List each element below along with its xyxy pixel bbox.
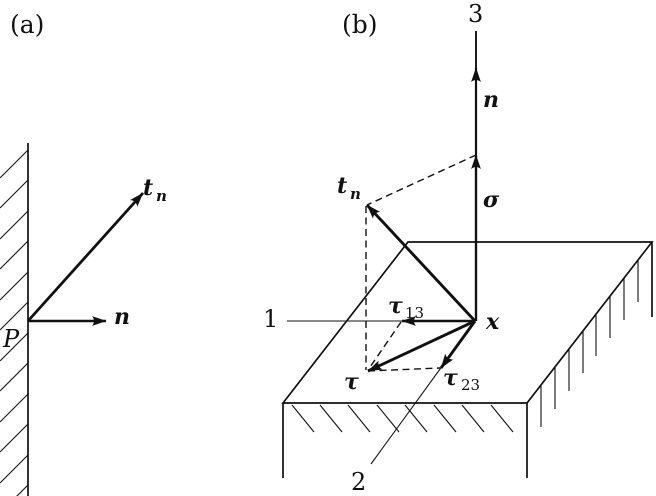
- panel-b: (b) 3 1 2 n σ x t n τ 13 τ 23 τ: [263, 0, 654, 496]
- slab-front-hatching: [291, 404, 514, 433]
- traction-vector-arrow-a: [26, 192, 145, 322]
- front-hatch-line: [404, 404, 428, 433]
- wall-hatch-line: [0, 393, 29, 423]
- normal-vector-label-b: n: [483, 87, 499, 113]
- wall-hatch-line: [0, 271, 29, 301]
- wall-hatch-line: [0, 332, 29, 362]
- slab-side-hatching: [540, 260, 639, 427]
- tau-arrow: [367, 319, 476, 373]
- front-hatch-line: [291, 404, 315, 433]
- point-x-label: x: [485, 309, 500, 335]
- wall-hatch-line: [0, 362, 29, 392]
- wall-hatch-line: [0, 179, 29, 209]
- wall-hatch-line: [0, 210, 29, 240]
- axis-2-label: 2: [351, 468, 366, 496]
- front-hatch-line: [347, 404, 371, 433]
- dashed-sigma-to-traction-tip: [366, 154, 477, 206]
- wall-hatch-line: [0, 240, 29, 270]
- traction-vector-subscript-b: n: [350, 185, 361, 203]
- axis-3-label: 3: [468, 0, 483, 28]
- point-p-label: P: [2, 325, 20, 353]
- panel-b-label: (b): [342, 10, 378, 39]
- tau13-subscript: 13: [405, 304, 424, 322]
- wall-hatching: [0, 149, 29, 496]
- front-hatch-line: [319, 404, 343, 433]
- tau13-label: τ: [388, 293, 403, 319]
- panel-a: (a) P n t n: [0, 10, 167, 496]
- tau23-subscript: 23: [461, 376, 480, 394]
- wall-hatch-line: [16, 484, 29, 496]
- traction-vector-label-a: t: [143, 175, 153, 201]
- traction-vector-label-b: t: [337, 173, 347, 199]
- tau23-label: τ: [443, 365, 458, 391]
- wall-hatch-line: [0, 423, 29, 453]
- axis-1-label: 1: [263, 305, 278, 333]
- tau-label: τ: [344, 369, 359, 395]
- front-hatch-line: [433, 404, 457, 433]
- front-hatch-line: [376, 404, 400, 433]
- wall-hatch-line: [0, 149, 29, 179]
- wall-hatch-line: [0, 301, 29, 331]
- front-hatch-line: [490, 404, 514, 433]
- normal-vector-label-a: n: [114, 304, 130, 330]
- front-hatch-line: [461, 404, 485, 433]
- tau23-arrow: [439, 320, 477, 369]
- traction-vector-arrow-b: [365, 204, 477, 322]
- panel-a-label: (a): [10, 10, 44, 39]
- wall-hatch-line: [0, 454, 29, 484]
- traction-vector-subscript-a: n: [156, 187, 167, 205]
- sigma-label: σ: [483, 187, 500, 213]
